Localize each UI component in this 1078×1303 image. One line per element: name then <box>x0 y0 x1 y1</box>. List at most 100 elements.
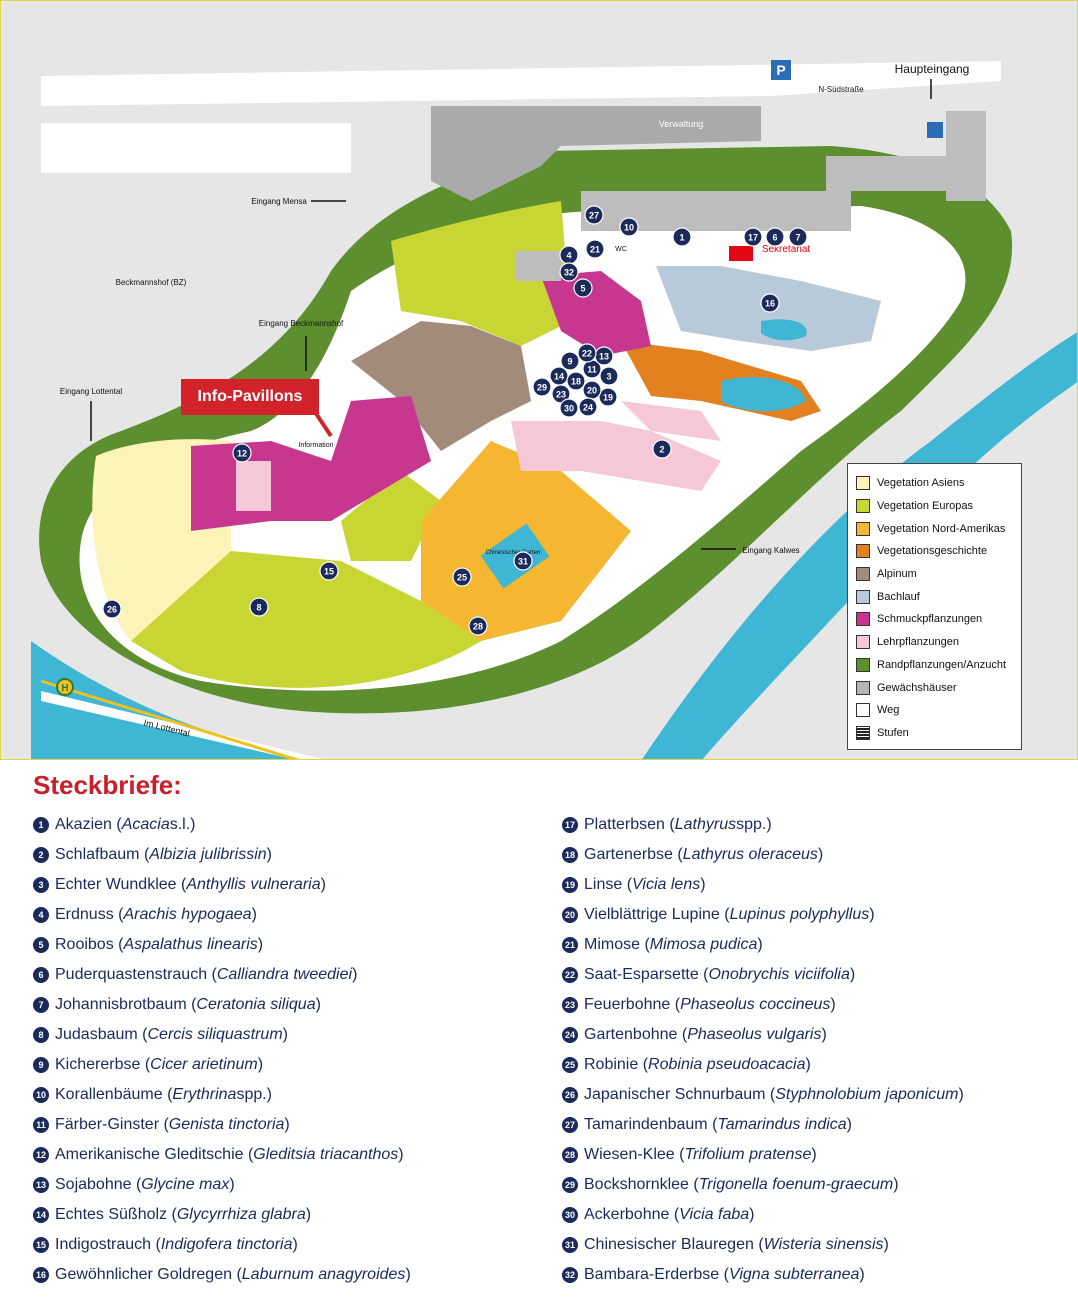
legend-swatch <box>856 725 870 740</box>
plant-name: Indigostrauch ( <box>55 1236 161 1253</box>
number-badge: 22 <box>562 967 578 983</box>
map-marker[interactable]: 21 <box>585 239 605 259</box>
plant-name: Gartenerbse ( <box>584 846 683 863</box>
map-marker-number: 2 <box>659 445 664 455</box>
area-ornamental-north <box>541 271 651 356</box>
parking-label: P <box>776 62 785 78</box>
plant-name: Saat-Esparsette ( <box>584 966 709 983</box>
plant-latin-name: Trifolium pratense <box>684 1146 812 1163</box>
plant-name: Puderquastenstrauch ( <box>55 966 217 983</box>
area-europe-north <box>391 201 571 346</box>
map-marker[interactable]: 28 <box>468 616 488 636</box>
legend-item: Stufen <box>856 722 1013 745</box>
map-marker[interactable]: 13 <box>594 346 614 366</box>
number-badge: 8 <box>33 1027 49 1043</box>
label-information: Information <box>298 442 333 449</box>
map-marker[interactable]: 18 <box>566 371 586 391</box>
map-marker-circle <box>452 567 472 587</box>
legend-swatch <box>856 680 870 695</box>
map-marker[interactable]: 10 <box>619 217 639 237</box>
map-marker[interactable]: 8 <box>249 597 269 617</box>
plant-name-suffix: ) <box>229 1176 235 1193</box>
map-marker[interactable]: 30 <box>559 398 579 418</box>
plant-name-suffix: spp.) <box>236 1086 273 1103</box>
map-marker[interactable]: 6 <box>765 227 785 247</box>
map-marker-circle <box>559 262 579 282</box>
number-badge: 6 <box>33 967 49 983</box>
plant-latin-name: Arachis hypogaea <box>123 906 252 923</box>
area-europe-mid <box>341 471 441 561</box>
label-entrance-kalwes: Eingang Kalwes <box>742 546 799 555</box>
map-marker[interactable]: 15 <box>319 561 339 581</box>
label-entrance-lottental: Eingang Lottental <box>60 387 122 396</box>
map-marker-number: 23 <box>556 390 566 400</box>
map-marker[interactable]: 5 <box>573 278 593 298</box>
plant-name: Platterbsen ( <box>584 816 675 833</box>
map-marker[interactable]: 26 <box>102 599 122 619</box>
map-marker-number: 8 <box>256 603 261 613</box>
legend-label: Schmuckpflanzungen <box>877 613 983 626</box>
bus-stop-icon <box>56 678 74 696</box>
plant-latin-name: Robinia pseudoacacia <box>648 1056 806 1073</box>
map-marker[interactable]: 24 <box>578 397 598 417</box>
legend-item: Gewächshäuser <box>856 676 1013 699</box>
legend-label: Lehrpflanzungen <box>877 636 959 649</box>
legend-item: Lehrpflanzungen <box>856 631 1013 654</box>
plant-latin-name: Onobrychis viciifolia <box>708 966 850 983</box>
map-marker[interactable]: 20 <box>582 380 602 400</box>
number-badge: 15 <box>33 1237 49 1253</box>
map-marker[interactable]: 29 <box>532 377 552 397</box>
legend-item: Randpflanzungen/Anzucht <box>856 654 1013 677</box>
map-marker[interactable]: 31 <box>513 551 533 571</box>
map-marker[interactable]: 2 <box>652 439 672 459</box>
plant-latin-name: Ceratonia siliqua <box>196 996 316 1013</box>
map-marker[interactable]: 16 <box>760 293 780 313</box>
map-marker-circle <box>566 371 586 391</box>
plant-name-suffix: ) <box>282 1026 288 1043</box>
map-marker[interactable]: 12 <box>232 443 252 463</box>
wheelchair-icon <box>927 122 943 138</box>
plant-name-suffix: ) <box>749 1206 755 1223</box>
map-marker[interactable]: 19 <box>598 387 618 407</box>
map-marker[interactable]: 14 <box>549 366 569 386</box>
legend-item: Vegetation Asiens <box>856 472 1013 495</box>
map-marker[interactable]: 22 <box>577 343 597 363</box>
number-badge: 27 <box>562 1117 578 1133</box>
plant-name: Gewöhnlicher Goldregen ( <box>55 1266 242 1283</box>
map-marker-number: 21 <box>590 245 600 255</box>
building-small <box>516 251 561 281</box>
plant-name-suffix: ) <box>266 846 272 863</box>
map-marker[interactable]: 1 <box>672 227 692 247</box>
plant-latin-name: Lathyrus <box>674 816 737 833</box>
plant-name: Schlafbaum ( <box>55 846 150 863</box>
plant-name-suffix: spp.) <box>736 816 772 833</box>
plant-latin-name: Vicia faba <box>679 1206 750 1223</box>
number-badge: 25 <box>562 1057 578 1073</box>
map-marker[interactable]: 3 <box>599 366 619 386</box>
map-marker[interactable]: 7 <box>788 227 808 247</box>
map-marker[interactable]: 25 <box>452 567 472 587</box>
plant-latin-name: Aspalathus linearis <box>123 936 258 953</box>
plant-name-suffix: ) <box>883 1236 889 1253</box>
plant-name-suffix: ) <box>869 906 875 923</box>
map-marker-number: 5 <box>580 284 585 294</box>
map-marker[interactable]: 27 <box>584 205 604 225</box>
map-marker[interactable]: 17 <box>743 227 763 247</box>
map-marker-circle <box>760 293 780 313</box>
map-marker[interactable]: 9 <box>560 351 580 371</box>
map-marker[interactable]: 4 <box>559 245 579 265</box>
plant-name-suffix: ) <box>805 1056 811 1073</box>
map-marker[interactable]: 32 <box>559 262 579 282</box>
plant-latin-name: Erythrina <box>172 1086 237 1103</box>
plant-latin-name: Vicia lens <box>632 876 701 893</box>
map-marker-circle <box>560 351 580 371</box>
